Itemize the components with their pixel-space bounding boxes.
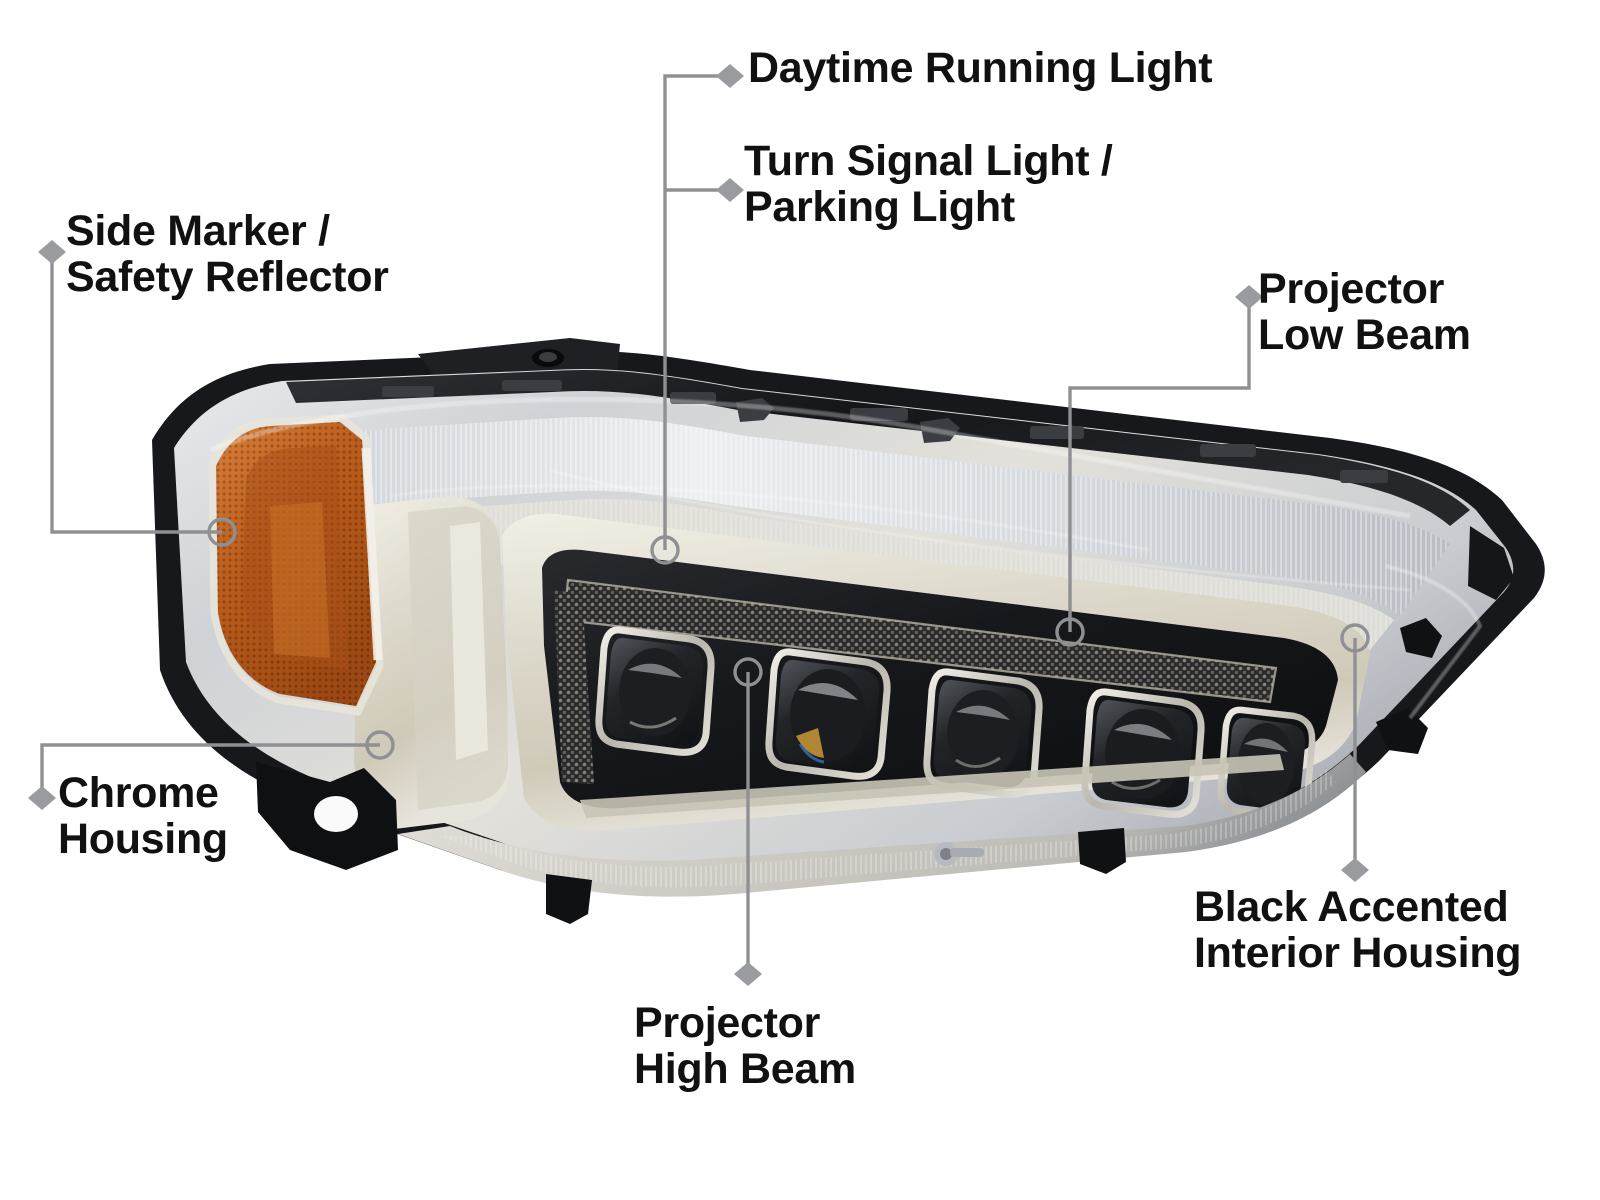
endpoint-circle-side-marker (207, 517, 237, 547)
chrome-lower-eyebrow (580, 754, 1284, 818)
callout-projector-low-beam: Projector Low Beam (1258, 265, 1471, 360)
callout-black-accented-interior-housing: Black Accented Interior Housing (1194, 883, 1522, 978)
leader-chrome-housing (40, 743, 380, 798)
leader-projector-low-beam (1068, 297, 1251, 632)
leader-endpoint-circles (207, 517, 1370, 760)
lower-lens-ridges (440, 770, 1336, 888)
callout-daytime-running-light: Daytime Running Light (748, 44, 1213, 92)
callout-side-marker-safety-reflector: Side Marker / Safety Reflector (66, 207, 389, 302)
turn-signal-led-column (554, 590, 594, 784)
callout-projector-high-beam: Projector High Beam (634, 999, 856, 1094)
reflector-chrome-bezel (208, 414, 384, 716)
projector-unit-3 (923, 668, 1043, 798)
diamond-side-marker (38, 240, 66, 264)
diamond-chrome-housing (28, 786, 56, 810)
leader-diamond-markers (28, 64, 1369, 986)
bottom-mounting-tabs (546, 618, 1442, 924)
endpoint-circle-black-accent (1340, 623, 1370, 653)
leader-side-marker (50, 252, 222, 534)
endpoint-circle-low-beam (1055, 617, 1085, 647)
diamond-turn-signal (716, 178, 744, 202)
diamond-black-accented-housing (1341, 858, 1369, 882)
diamond-daytime-running-light (716, 64, 744, 88)
headlight-assembly-image (152, 338, 1545, 924)
projector-cluster (595, 626, 1316, 821)
callout-turn-signal-parking-light: Turn Signal Light / Parking Light (744, 137, 1113, 232)
projector-unit-1 (595, 626, 715, 756)
diamond-projector-low-beam (1235, 285, 1263, 309)
lens-ridge-texture (300, 416, 1450, 616)
callout-chrome-housing: Chrome Housing (58, 769, 228, 864)
diamond-projector-high-beam (734, 962, 762, 986)
aim-adjuster-screw (934, 842, 984, 866)
right-edge-connector (1468, 526, 1514, 600)
lower-lens-band (398, 754, 1366, 897)
endpoint-circle-high-beam (733, 657, 763, 687)
leader-daytime-running-light (663, 74, 718, 550)
daytime-running-light-strip (564, 580, 1276, 702)
endpoint-circle-drl (650, 535, 680, 565)
endpoint-circle-chrome (365, 730, 395, 760)
projector-unit-2 (765, 648, 891, 780)
